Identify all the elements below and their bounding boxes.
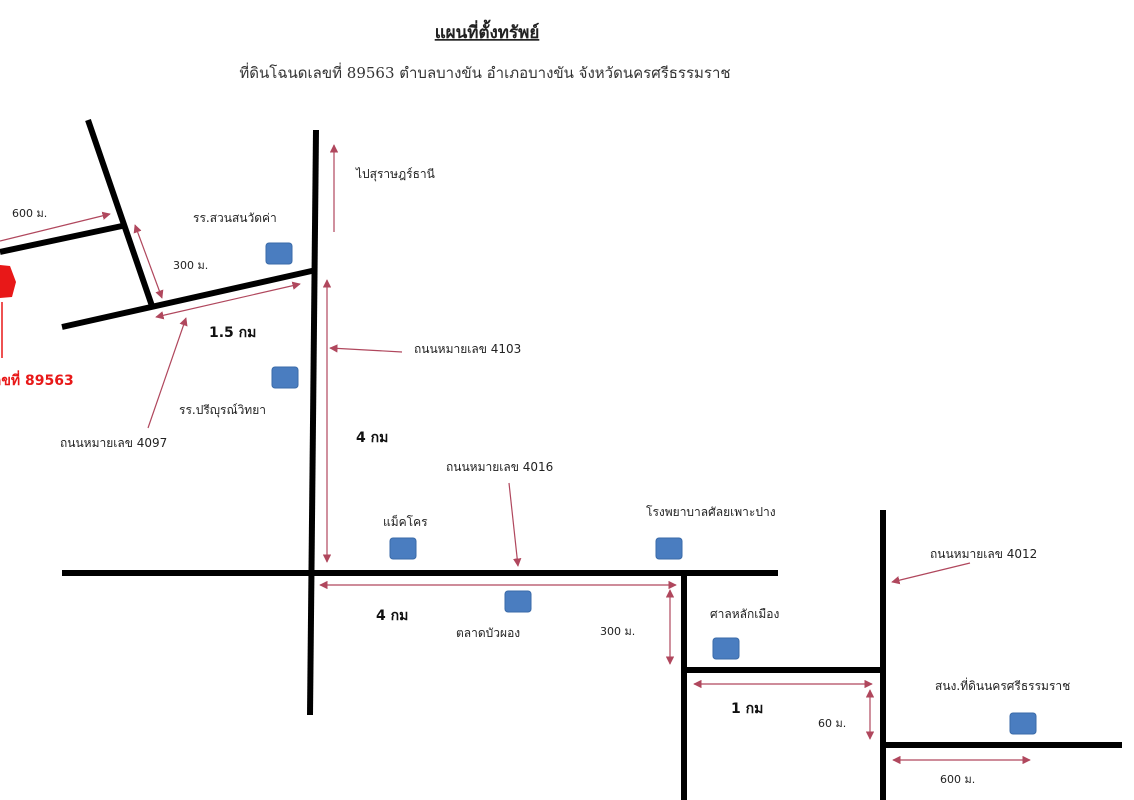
arrow-road-4012 (891, 562, 971, 585)
landmark-market-label: ตลาดบัวผอง (456, 626, 520, 640)
landmark-hospital-label: โรงพยาบาลศัลยเพาะปาง (646, 505, 776, 519)
distance-600m-a: 600 ม. (12, 207, 47, 220)
landmark-school-1-icon (265, 242, 293, 265)
landmark-land-office-icon (1009, 712, 1037, 735)
landmarks (265, 242, 1037, 735)
road-4016-label: ถนนหมายเลข 4016 (446, 460, 553, 474)
distance-1-5km: 1.5 กม (209, 325, 256, 341)
distance-1km: 1 กม (731, 701, 763, 717)
arrow-1-5km (155, 281, 301, 320)
landmark-market-icon (504, 590, 532, 613)
road-4103-label: ถนนหมายเลข 4103 (414, 342, 521, 356)
road-4012-label: ถนนหมายเลข 4012 (930, 547, 1037, 561)
direction-to-surat-label: ไปสุราษฎร์ธานี (355, 167, 435, 182)
page-title: แผนที่ตั้งทรัพย์ (435, 19, 540, 43)
road-4097-label: ถนนหมายเลข 4097 (60, 436, 167, 450)
landmark-city-pillar-label: ศาลหลักเมือง (710, 607, 779, 621)
landmark-makro-icon (389, 537, 417, 560)
road-network (0, 119, 1122, 800)
arrow-road-4016 (508, 482, 522, 567)
page-subtitle: ที่ดินโฉนดเลขที่ 89563 ตำบลบางขัน อำเภอบ… (239, 62, 730, 82)
distance-300m-b: 300 ม. (600, 625, 635, 638)
distance-600m-b: 600 ม. (940, 773, 975, 786)
landmark-school-2-label: รร.ปรีญุรณ์วิทยา (179, 403, 266, 418)
landmark-makro-label: แม็คโคร (383, 514, 428, 529)
parcel-marker (0, 265, 16, 298)
landmark-hospital-icon (655, 537, 683, 560)
road-4103-main (307, 129, 319, 716)
dimension-arrows (0, 144, 1031, 765)
landmark-city-pillar-icon (712, 637, 740, 660)
road-to-parcel (0, 223, 123, 255)
road-4097 (61, 267, 317, 330)
landmark-school-1-label: รร.สวนสนวัดค่า (193, 211, 277, 225)
distance-4km-vertical: 4 กม (356, 430, 388, 446)
landmark-land-office-label: สนง.ที่ดินนครศรีธรรมราช (935, 677, 1070, 693)
arrow-600m-a (0, 211, 111, 242)
distance-4km-horizontal: 4 กม (376, 608, 408, 624)
landmark-school-2-icon (271, 366, 299, 389)
distance-60m: 60 ม. (818, 717, 846, 730)
arrow-road-4097 (147, 317, 188, 429)
distance-300m-a: 300 ม. (173, 259, 208, 272)
road-diagonal-north (85, 119, 155, 307)
parcel-label: เลขที่ 89563 (0, 370, 74, 389)
arrow-road-4103 (329, 344, 403, 353)
